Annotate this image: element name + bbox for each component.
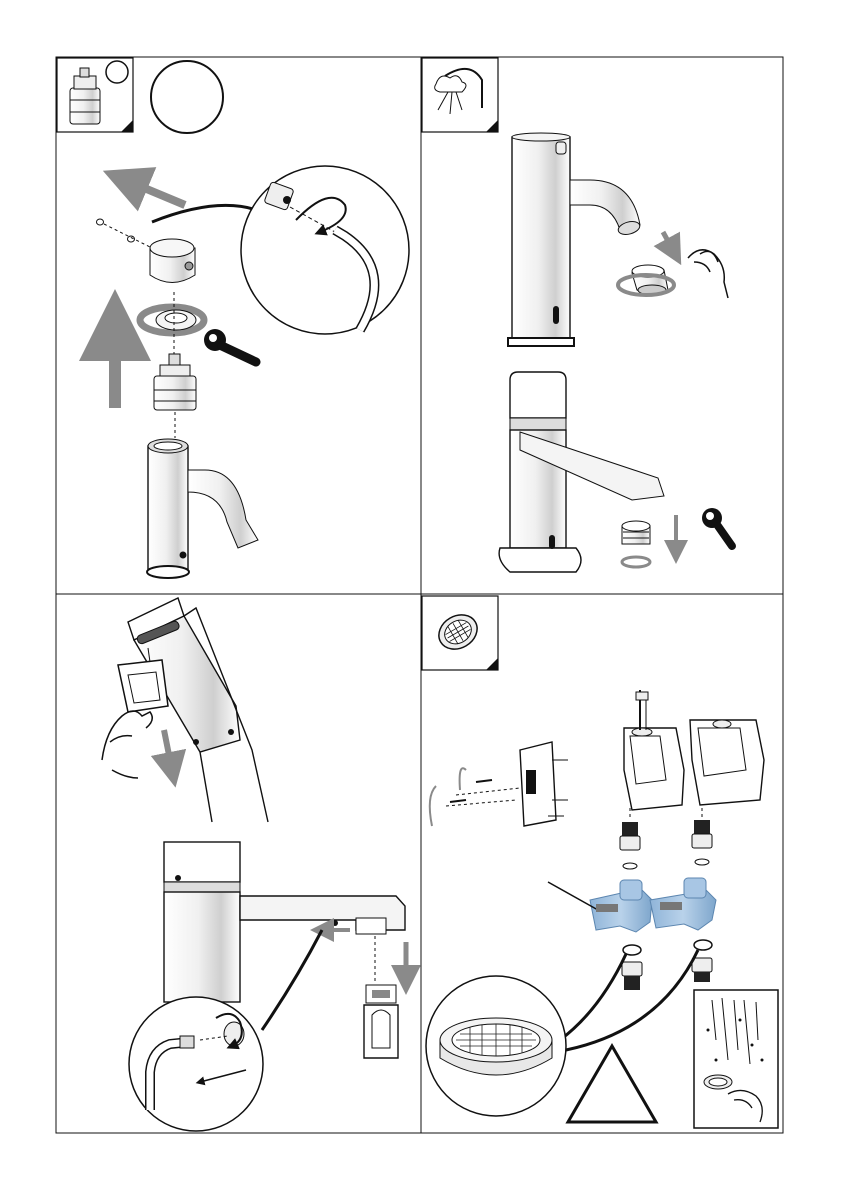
connectors <box>620 808 712 869</box>
step-circle <box>151 61 223 133</box>
panel-cartridge-replacement <box>57 58 409 578</box>
zoom-detail-spout <box>129 997 263 1131</box>
blue-valves <box>548 878 716 932</box>
aerator-part <box>618 232 674 295</box>
tilted-spout <box>128 598 268 822</box>
lower-connectors <box>622 940 712 990</box>
cartridge-icon <box>57 58 133 132</box>
pull-arrow <box>164 730 172 770</box>
hand-icon <box>688 250 728 298</box>
spout-aerator-part <box>364 936 398 1058</box>
panel-filter-cleaning <box>422 596 778 1128</box>
square-faucet-side <box>164 842 405 1002</box>
wrench-icon <box>204 329 256 362</box>
screws <box>97 219 135 242</box>
aerator-shower-icon <box>422 58 498 132</box>
handle-knob <box>150 239 195 283</box>
panel-spout-aerator-removal <box>102 598 406 1131</box>
square-aerator <box>622 515 676 567</box>
panel-aerator-cleaning <box>422 58 732 572</box>
hand-icon-2 <box>102 711 152 778</box>
lock-nut <box>140 307 204 333</box>
warning-triangle <box>568 1046 656 1122</box>
rinse-inset <box>694 990 778 1128</box>
cover-screws <box>430 768 520 826</box>
remove-arrow <box>125 180 185 205</box>
cover-plate <box>520 742 568 826</box>
filter-screen-icon <box>422 596 498 670</box>
faucet-body <box>147 439 258 578</box>
valve-brackets <box>624 690 764 810</box>
wrench-icon-2 <box>702 508 732 546</box>
zoom-detail-screw <box>241 166 409 334</box>
round-faucet <box>508 133 641 346</box>
zoom-detail-filter <box>426 976 566 1116</box>
